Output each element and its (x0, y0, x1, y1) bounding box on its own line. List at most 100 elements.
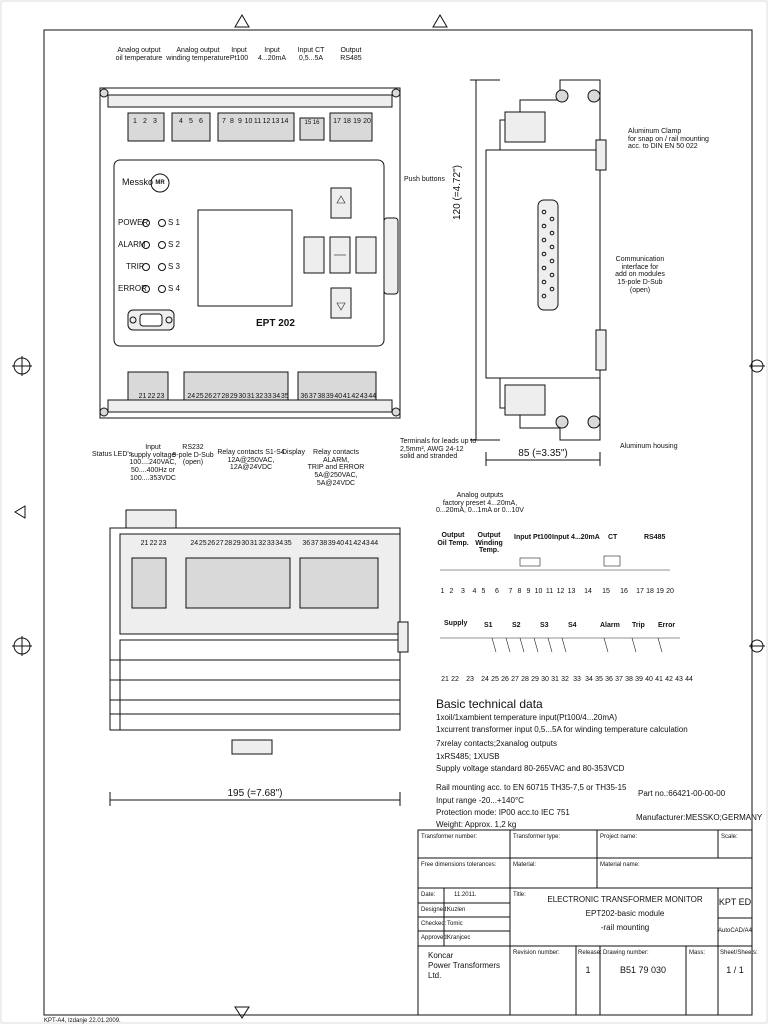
relay-label-s1: S 1 (168, 218, 181, 227)
callout-relay-contacts-alarm: Relay contacts ALARM, TRIP and ERROR 5A@… (307, 449, 365, 487)
tb-drawing-number-label: Drawing number: (603, 950, 649, 956)
push-button-right[interactable] (355, 236, 377, 274)
callout-analog-winding: Analog output winding temperature (166, 47, 230, 62)
callout-input-supply: Input supply voltage 100....240VAC, 50..… (129, 444, 177, 482)
callout-input-420: Input 4...20mA (257, 47, 286, 62)
tb-title-line-1: ELECTRONIC TRANSFORMER MONITOR (547, 895, 703, 904)
status-leds (142, 219, 166, 293)
tb-sheet-value: 1 / 1 (726, 965, 744, 975)
schematic-alarm: Alarm (600, 622, 620, 629)
tb-format: AutoCAD/A4 (718, 928, 753, 934)
led-label-trip: TRIP (126, 262, 145, 271)
tb-title-line-2: EPT202-basic module (585, 909, 665, 918)
tb-approved-by: Kranjcec (447, 935, 471, 941)
tech-line-8: Protection mode: IP00 acc.to IEC 751 (436, 808, 570, 817)
tech-line-4: 1xRS485; 1XUSB (436, 752, 500, 761)
schematic-s3: S3 (540, 622, 549, 629)
tb-material-name: Material name: (600, 862, 640, 868)
callout-push-buttons: Push buttons (404, 176, 445, 183)
tb-designed-by: Kuzlen (447, 907, 466, 913)
callout-output-rs485: Output RS485 (340, 47, 362, 62)
tb-company-2: Power Transformers (428, 961, 501, 970)
brand-name: Messko (122, 177, 154, 187)
tech-line-2: 1xcurrent transformer input 0,5...5A for… (436, 725, 688, 734)
schematic-ct: CT (608, 534, 618, 541)
tb-revision: Revision number: (513, 950, 560, 956)
schematic-input-420: Input 4...20mA (552, 534, 600, 541)
callout-rs232: RS232 9-pole D-Sub (open) (172, 444, 214, 467)
tb-title-line-3: -rail mounting (600, 923, 650, 932)
push-button-left[interactable] (303, 236, 325, 274)
tb-code: KPT ED (718, 897, 752, 907)
relay-label-s2: S 2 (168, 240, 181, 249)
tb-release: Release: (578, 950, 602, 956)
relay-label-s4: S 4 (168, 284, 181, 293)
part-number: Part no.:66421-00-00-00 (638, 789, 726, 798)
tb-sheet-label: Sheet/Sheets: (720, 950, 758, 956)
tb-approved-label: Approved: (421, 935, 449, 941)
tb-checked-by: Tomic (447, 921, 463, 927)
tech-line-5: Supply voltage standard 80-265VAC and 80… (436, 764, 625, 773)
callout-input-ct: Input CT 0,5...5A (297, 47, 325, 62)
tb-company-1: Koncar (428, 951, 454, 960)
led-label-power: POWER (118, 218, 149, 227)
side-view (470, 79, 607, 466)
title-block (417, 829, 753, 1016)
schematic-supply: Supply (444, 620, 468, 627)
schematic-trip: Trip (632, 622, 645, 629)
footer-note: KPT-A4, Izdanje 22.01.2009. (44, 1018, 121, 1024)
tech-line-9: Weight: Approx. 1,2 kg (436, 820, 517, 829)
callout-communication: Communication interface for add on modul… (615, 256, 665, 294)
manufacturer: Manufacturer:MESSKO;GERMANY (636, 813, 763, 822)
dim-width-side: 85 (=3.35") (518, 448, 568, 459)
dim-width-bottom: 195 (=7.68") (227, 788, 283, 799)
model-name: EPT 202 (256, 318, 295, 329)
callout-relay-contacts-s: Relay contacts S1-S4 12A@250VAC, 12A@24V… (217, 449, 285, 472)
schematic-error: Error (658, 622, 676, 629)
relay-label-s3: S 3 (168, 262, 181, 271)
tb-mass: Mass: (689, 950, 706, 956)
tb-free-tolerances: Free dimensions tolerances: (421, 862, 497, 868)
tb-drawing-number: B51 79 030 (619, 965, 667, 975)
tb-company-3: Ltd. (428, 971, 442, 980)
schematic-analog-note: Analog outputs factory preset 4...20mA, … (436, 492, 524, 515)
tech-line-7: Input range -20...+140°C (436, 796, 524, 805)
tech-line-6: Rail mounting acc. to EN 60715 TH35-7,5 … (436, 783, 627, 792)
schematic-output-oil: Output Oil Temp. (437, 532, 469, 547)
sheet-border (43, 29, 753, 1016)
front-view (99, 87, 401, 419)
top-terminals-ct: 15 16 (304, 120, 320, 126)
tb-material: Material: (513, 862, 537, 868)
callout-input-pt100: Input Pt100 (229, 47, 249, 62)
schematic-rs485: RS485 (644, 534, 666, 541)
tb-date-value: 11.2011. (454, 892, 477, 898)
callout-terminals: Terminals for leads up to 2,5mm², AWG 24… (400, 438, 477, 461)
led-label-error: ERROR (118, 284, 147, 293)
tb-date-label: Date: (421, 892, 436, 898)
tb-designed-label: Designed: (421, 907, 449, 913)
schematic-symbols (440, 555, 680, 653)
bottom-view (109, 509, 409, 806)
callout-aluminum-clamp: Aluminum Clamp for snap on / rail mounti… (628, 128, 709, 151)
centering-marks (12, 14, 765, 1019)
schematic-s2: S2 (512, 622, 521, 629)
tb-transformer-type: Transformer type: (513, 834, 561, 840)
tb-project-name: Project name: (600, 834, 638, 840)
schematic-s4: S4 (568, 622, 577, 629)
callout-aluminum-housing: Aluminum housing (620, 443, 678, 450)
callout-display: Display (282, 449, 305, 456)
dim-height: 120 (=4.72") (452, 165, 463, 220)
